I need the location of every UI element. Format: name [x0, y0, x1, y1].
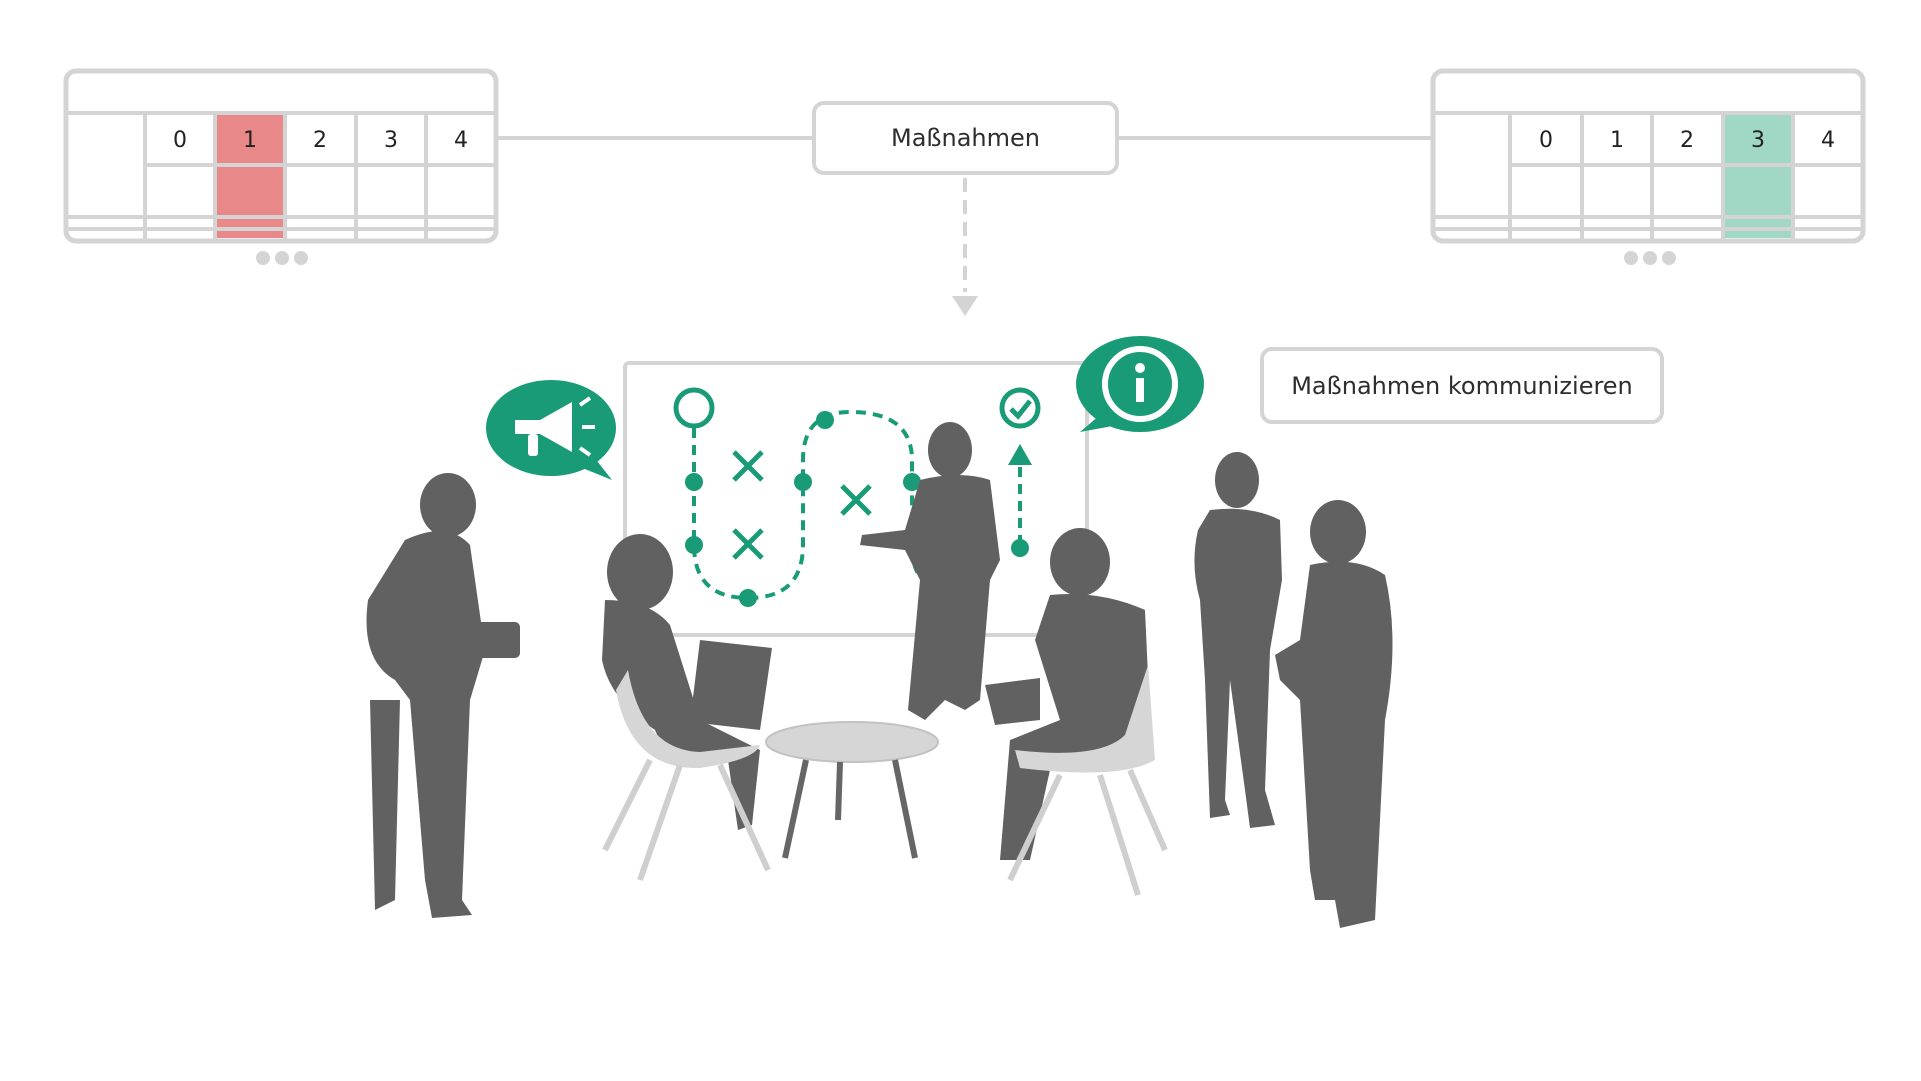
connector-lines: [498, 136, 1433, 292]
scale-left-value-1: 1: [243, 128, 257, 153]
info-bubble: [1076, 336, 1204, 432]
cross-icon: [732, 528, 764, 560]
person-seated-laptop: [602, 534, 772, 830]
round-table: [765, 721, 939, 859]
chair-right: [1007, 665, 1168, 896]
person-thinking: [1194, 452, 1282, 828]
scale-table-left: 0 1 2 3 4: [63, 68, 499, 265]
scale-right-value-3: 3: [1751, 128, 1765, 153]
scale-left-value-0: 0: [173, 128, 187, 153]
whiteboard: [623, 361, 1089, 637]
scale-right-value-1: 1: [1610, 128, 1624, 153]
scale-left-value-4: 4: [454, 128, 468, 153]
measures-label: Maßnahmen: [812, 101, 1119, 175]
arrow-up-icon: [1008, 444, 1032, 465]
person-seated-right: [985, 528, 1150, 860]
megaphone-bubble: [486, 380, 616, 480]
scale-left-value-2: 2: [313, 128, 327, 153]
cross-icon: [732, 450, 764, 482]
scale-right-value-2: 2: [1680, 128, 1694, 153]
chair-left: [602, 670, 771, 881]
scale-right-value-0: 0: [1539, 128, 1553, 153]
person-presenting: [860, 422, 1000, 720]
megaphone-icon: [515, 396, 595, 457]
arrow-down-icon: [952, 296, 978, 316]
start-circle-icon: [673, 387, 715, 429]
communicate-measures-label: Maßnahmen kommunizieren: [1260, 347, 1664, 424]
more-dots-icon: [1624, 251, 1676, 265]
person-standing-right: [1275, 500, 1393, 928]
more-dots-icon: [256, 251, 308, 265]
scale-left-value-3: 3: [384, 128, 398, 153]
info-icon: [1102, 346, 1178, 422]
scale-right-value-4: 4: [1821, 128, 1835, 153]
check-icon: [999, 387, 1041, 429]
scale-table-right: 0 1 2 3 4: [1430, 68, 1866, 265]
person-standing-with-cup: [366, 473, 520, 918]
cross-icon: [840, 484, 872, 516]
